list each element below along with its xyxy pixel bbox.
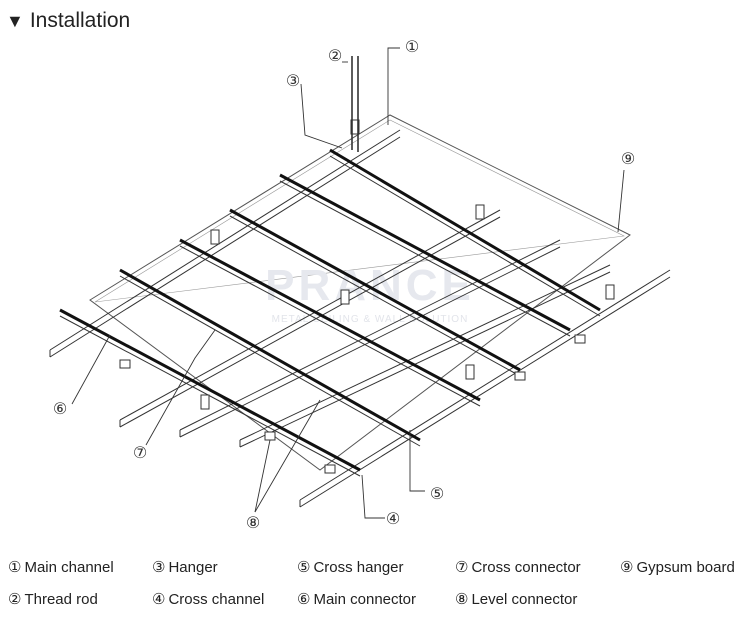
legend-label: Cross channel [168,591,265,608]
legend-label: Hanger [168,559,218,576]
callout-c1: ① [405,37,419,56]
legend-label: Cross hanger [313,559,404,576]
channel-grid [49,119,671,508]
callout-c8: ⑧ [246,513,260,532]
legend-number: ⑤ [297,559,311,576]
callout-c3: ③ [286,71,300,90]
level-connector [119,359,131,369]
cross-channel [279,173,571,337]
hanger [350,119,360,135]
legend-number: ⑨ [620,559,634,576]
main-channel [299,269,671,508]
cross-channel [59,308,361,477]
legend-label: Gypsum board [636,559,735,576]
callout-c4: ④ [386,509,400,528]
callout-c5: ⑤ [430,484,444,503]
level-connector [264,431,276,441]
section-header: ▼ Installation [6,6,130,36]
legend-label: Main connector [313,591,417,608]
callout-c6: ⑥ [53,399,67,418]
legend-number: ① [8,559,22,576]
hanger [605,284,615,300]
watermark-tagline: METAL CEILING & WALL SOLUTION [272,314,469,325]
main-channel [49,129,401,358]
cross-channel [179,238,481,407]
legend-label: Main channel [24,559,114,576]
callout-c2: ② [328,46,342,65]
cross-channel [229,208,521,377]
legend-number: ③ [152,559,166,576]
legend-label: Cross connector [471,559,581,576]
legend-label: Level connector [471,591,578,608]
legend-number: ② [8,591,22,608]
legend-number: ④ [152,591,166,608]
level-connector [514,371,526,381]
legend-number: ⑧ [455,591,469,608]
callout-c7: ⑦ [133,443,147,462]
hanger [340,289,350,305]
section-title: Installation [29,9,131,32]
hanger [465,364,475,380]
main-channel [239,264,611,448]
hanger [200,394,210,410]
hanger [210,229,220,245]
cross-channel [329,148,601,317]
legend-number: ⑦ [455,559,469,576]
hanger [475,204,485,220]
level-connector [574,334,586,344]
legend-number: ⑥ [297,591,311,608]
level-connector [324,464,336,474]
legend-label: Thread rod [24,591,98,608]
cross-channel [119,268,421,447]
triangle-down-icon: ▼ [6,10,24,31]
callout-c9: ⑨ [621,149,635,168]
